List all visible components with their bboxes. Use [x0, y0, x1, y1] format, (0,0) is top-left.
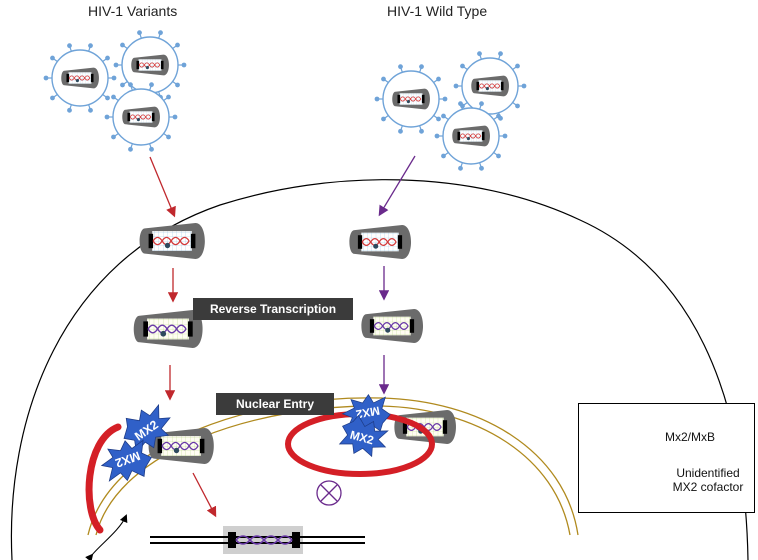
- virion-capsid: [471, 75, 509, 97]
- integrated-dna: [150, 526, 365, 554]
- virion-capsid: [122, 106, 160, 128]
- virion-variant-2: [113, 30, 187, 100]
- title-hiv-wild-type: HIV-1 Wild Type: [387, 3, 488, 19]
- virion-capsid: [61, 67, 99, 89]
- virion-variant-3: [104, 82, 178, 152]
- step-nuclear-entry: Nuclear Entry: [216, 393, 334, 415]
- virion-wt-2: [453, 51, 527, 121]
- arrow-variant-integration: [192, 472, 217, 518]
- exchange-arrow-icon: [85, 514, 128, 560]
- title-hiv-variants: HIV-1 Variants: [88, 3, 178, 19]
- blocked-icon: [316, 480, 342, 506]
- virion-variant-1: [43, 43, 117, 113]
- legend-label-cofactor: Unidentified MX2 cofactor: [672, 466, 744, 494]
- mx2-wt-2: MX2: [338, 414, 389, 458]
- capsid-variant-cytoplasm: [139, 223, 205, 259]
- arrow-variant-entry: [149, 156, 176, 218]
- capsid-variant-rt: [133, 310, 203, 348]
- capsid-variant-nuclear: [148, 428, 214, 464]
- cofactor-left: [85, 423, 122, 534]
- virion-wt-1: [374, 64, 448, 134]
- step-reverse-transcription: Reverse Transcription: [193, 298, 353, 320]
- virion-capsid: [452, 125, 490, 147]
- legend-label-mx2: Mx2/MxB: [665, 430, 716, 444]
- capsid-wt-rt: [361, 309, 424, 343]
- virion-capsid: [131, 54, 169, 76]
- legend-box: Mx2/MxB Unidentified MX2 cofactor: [578, 403, 755, 513]
- capsid-wt-cytoplasm: [349, 225, 412, 259]
- svg-text:MX2: MX2: [348, 429, 375, 448]
- cell-membrane: [10, 179, 749, 560]
- virion-wt-3: [434, 101, 508, 171]
- virion-capsid: [392, 88, 430, 110]
- svg-text:MX2: MX2: [354, 404, 380, 421]
- capsid-wt-nuclear: [394, 410, 457, 444]
- mx2-variant-2: MX2: [100, 439, 152, 482]
- arrow-wt-entry: [378, 155, 416, 217]
